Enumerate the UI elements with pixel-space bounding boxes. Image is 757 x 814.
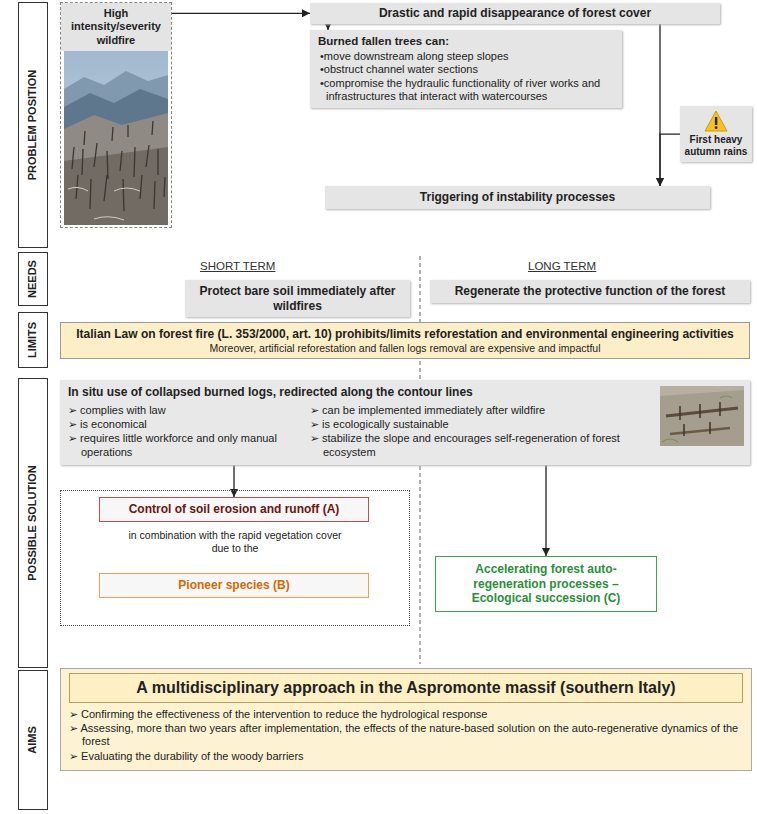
box-heading: Regenerate the protective function of th… (438, 284, 742, 299)
burned-slope (64, 147, 168, 225)
box-text: •obstruct channel water sections (318, 63, 614, 76)
box-text: ➢ Assessing, more than two years after i… (69, 722, 743, 749)
ground (660, 386, 744, 446)
section-label: NEEDS (18, 252, 48, 306)
process-box: Protect bare soil immediately after wild… (185, 280, 410, 317)
box-text: ➢ is economical (68, 418, 298, 431)
box-text: ➢ is ecologically sustainable (310, 418, 650, 431)
limit-box: Italian Law on forest fire (L. 353/2000,… (60, 322, 750, 359)
box-heading: Accelerating forest auto-regeneration pr… (444, 562, 648, 606)
box-heading: Burned fallen trees can: (318, 34, 614, 48)
flow-arrow (545, 465, 546, 556)
alert-box: First heavy autumn rains (680, 106, 752, 162)
stake (680, 402, 720, 436)
column-heading: LONG TERM (528, 260, 596, 272)
flow-arrow (660, 134, 680, 186)
sky (64, 49, 168, 225)
log-barrier-photo (660, 386, 744, 446)
box-heading: A multidisciplinary approach in the Aspr… (69, 673, 743, 703)
box-text: ➢ Confirming the effectiveness of the in… (69, 708, 743, 721)
illustrated-box: High intensity/severity wildfire (60, 2, 172, 228)
process-box: Accelerating forest auto-regeneration pr… (435, 556, 657, 612)
process-box: Burned fallen trees can: •move downstream… (310, 30, 622, 108)
sprout (662, 396, 732, 442)
box-heading: First heavy autumn rains (683, 134, 749, 158)
process-box: Drastic and rapid disappearance of fores… (310, 3, 720, 24)
box-heading: Control of soil erosion and runoff (A) (106, 502, 362, 517)
group-box: in combination with the rapid vegetation… (60, 490, 410, 626)
process-box: Regenerate the protective function of th… (430, 280, 750, 303)
box-text: ➢ can be implemented immediately after w… (310, 404, 650, 417)
aims-box: A multidisciplinary approach in the Aspr… (60, 668, 752, 771)
log (670, 428, 730, 434)
box-heading: Pioneer species (B) (106, 578, 362, 593)
section-label-text: PROBLEM POSITION (26, 5, 39, 245)
section-label-text: POSSIBLE SOLUTION (26, 381, 39, 665)
box-heading: Triggering of instability processes (331, 190, 704, 205)
warning-mark (715, 126, 718, 129)
section-label: PROBLEM POSITION (18, 2, 48, 248)
warning-icon (704, 110, 728, 132)
box-heading: High intensity/severity wildfire (61, 3, 171, 51)
flow-arrow (233, 465, 234, 497)
box-text: •move downstream along steep slopes (318, 50, 614, 63)
column-heading: SHORT TERM (200, 260, 275, 272)
box-text: •compromise the hydraulic functionality … (318, 77, 614, 104)
section-label-text: AIMS (26, 673, 39, 807)
box-heading: in combination with the rapid vegetation… (121, 529, 349, 555)
box-text: Moreover, artificial reforestation and f… (69, 342, 741, 355)
burned-slope (64, 113, 168, 225)
section-label: POSSIBLE SOLUTION (18, 378, 48, 668)
solution-box: In situ use of collapsed burned logs, re… (60, 380, 750, 465)
burned-trunks (72, 121, 165, 211)
warning-triangle (705, 111, 727, 131)
log (666, 408, 738, 416)
section-label: LIMITS (18, 312, 48, 368)
wildfire-photo (64, 49, 168, 225)
flow-arrow (172, 13, 310, 14)
process-box: Triggering of instability processes (325, 186, 710, 209)
section-label-text: LIMITS (26, 315, 39, 365)
box-heading: In situ use of collapsed burned logs, re… (68, 385, 650, 400)
section-label-text: NEEDS (26, 255, 39, 303)
ash-streaks (68, 187, 140, 220)
box-text: ➢ requires little workforce and only man… (68, 432, 298, 459)
process-box: Pioneer species (B) (99, 573, 369, 598)
box-text: ➢ stabilize the slope and encourages sel… (310, 432, 650, 459)
warning-mark (715, 117, 717, 125)
ground (660, 390, 744, 446)
box-heading: Protect bare soil immediately after wild… (193, 284, 402, 313)
box-heading: Drastic and rapid disappearance of fores… (316, 6, 714, 21)
box-heading: Italian Law on forest fire (L. 353/2000,… (69, 327, 741, 342)
box-text: ➢ Evaluating the durability of the woody… (69, 750, 743, 763)
box-text: ➢ complies with law (68, 404, 298, 417)
process-box: Control of soil erosion and runoff (A) (99, 497, 369, 522)
section-label: AIMS (18, 670, 48, 810)
